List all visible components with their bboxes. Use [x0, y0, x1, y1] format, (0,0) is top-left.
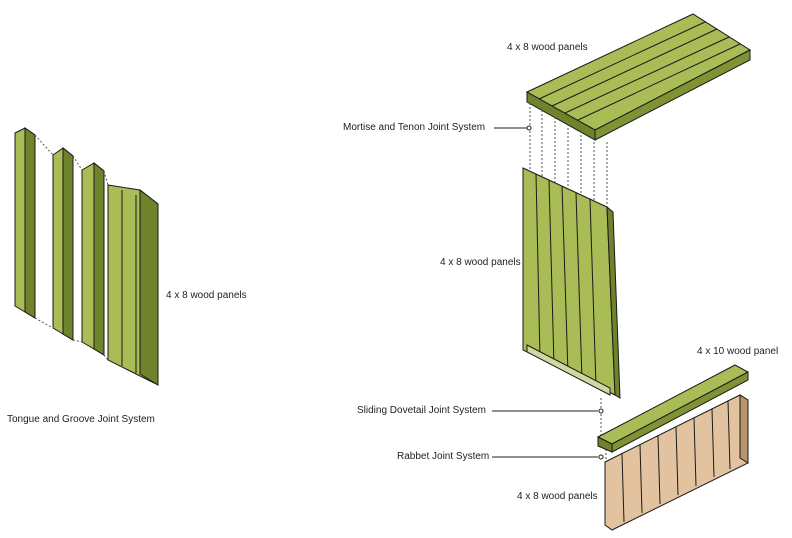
label-tongue: Tongue and Groove Joint System	[7, 414, 155, 425]
label-dovetail: Sliding Dovetail Joint System	[357, 405, 486, 416]
label-middle-panels: 4 x 8 wood panels	[440, 257, 521, 268]
top-wood-panels	[525, 13, 752, 141]
label-top-panels: 4 x 8 wood panels	[507, 42, 588, 53]
tongue-groove-panels	[14, 127, 159, 386]
label-mortise: Mortise and Tenon Joint System	[343, 122, 486, 133]
label-ten-panel: 4 x 10 wood panel	[697, 346, 779, 357]
label-rabbet: Rabbet Joint System	[397, 451, 490, 462]
label-bottom-panels: 4 x 8 wood panels	[517, 491, 598, 502]
ten-wood-panel	[596, 364, 750, 453]
mortise-dashes	[529, 103, 608, 207]
middle-wood-panels	[522, 167, 621, 399]
bottom-wood-panels	[604, 394, 749, 531]
label-left-panels: 4 x 8 wood panels	[166, 290, 247, 301]
